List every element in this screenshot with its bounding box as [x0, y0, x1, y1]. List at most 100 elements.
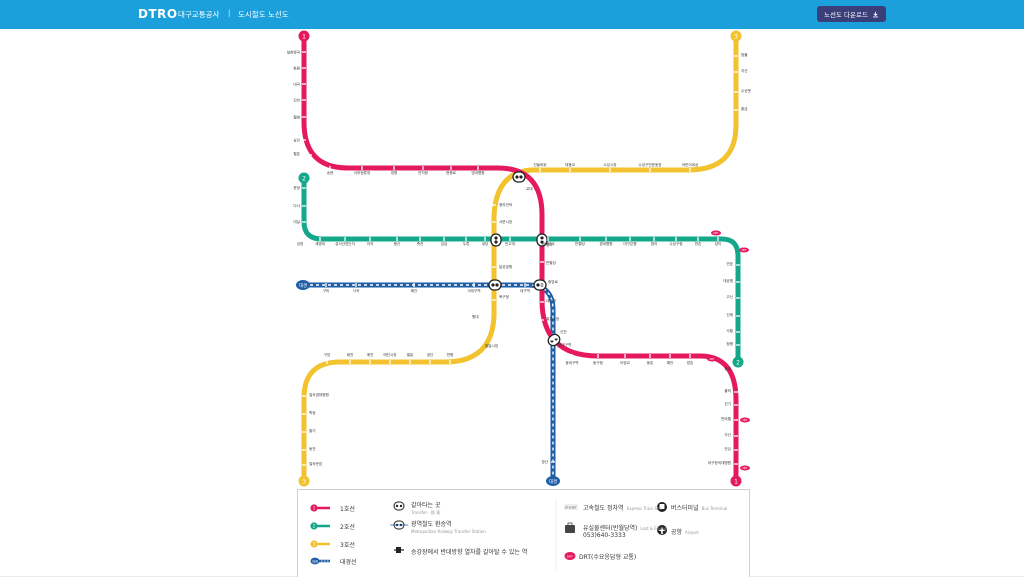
station-label[interactable]: 대명 [391, 170, 398, 175]
station-label[interactable]: 학정 [309, 410, 316, 415]
line3-terminal-badge-bottom[interactable]: 3 [298, 475, 310, 487]
station-label[interactable]: 현충로 [446, 170, 457, 175]
station-label[interactable]: 청라언덕 [499, 202, 512, 207]
station-label[interactable]: 왜관 [411, 288, 418, 293]
download-map-button[interactable]: 노선도 다운로드 [817, 6, 886, 22]
station-label[interactable]: 월촌 [293, 151, 300, 156]
station-label[interactable]: 반고개 [505, 241, 515, 246]
station-label[interactable]: 동천 [309, 446, 316, 451]
station-label[interactable]: 범어 [651, 241, 658, 246]
station-label[interactable]: 경산 [541, 459, 548, 464]
station-label[interactable]: 아양교 [620, 360, 631, 365]
station-label[interactable]: 명덕 [546, 242, 553, 247]
station-label[interactable]: 죽전 [417, 241, 424, 246]
station-label[interactable]: 팔달시장 [485, 343, 499, 348]
station-label[interactable]: 계명대 [315, 241, 325, 246]
station-label[interactable]: 매천 [367, 352, 374, 357]
drt-pin[interactable] [740, 417, 750, 423]
station-label[interactable]: 반월당 [546, 260, 557, 265]
station-label[interactable]: 칠곡경대병원 [309, 392, 329, 397]
drt-pin[interactable] [740, 465, 750, 471]
station-label[interactable]: 연호 [726, 261, 733, 266]
station-label[interactable]: 청라언덕 [541, 241, 554, 246]
station-label[interactable]: 대곡 [293, 81, 300, 86]
station-label[interactable]: 설화명곡 [287, 49, 301, 54]
station-label[interactable]: 신매 [726, 312, 733, 317]
station-label[interactable]: 칠곡운암 [309, 461, 323, 466]
station-label[interactable]: 두류 [463, 241, 470, 246]
station-label[interactable]: 문양 [293, 185, 300, 190]
station-label[interactable]: 수성구청 [669, 241, 682, 246]
station-label[interactable]: 대구역 [520, 288, 530, 293]
line2-terminal-badge-left[interactable]: 2 [298, 172, 310, 184]
daegyeong-terminal-badge-bottom[interactable]: 대경 [546, 476, 560, 486]
station-label[interactable]: 사월 [726, 328, 733, 333]
station-label[interactable]: 어린이세상 [682, 162, 699, 167]
station-label[interactable]: 범물 [741, 52, 748, 57]
station-label[interactable]: 방촌 [687, 360, 694, 365]
station-label[interactable]: 태전 [347, 352, 354, 357]
station-label[interactable]: 팔달 [407, 352, 414, 357]
station-label[interactable]: 대공원 [723, 278, 733, 283]
transfer-station-myeongdeok[interactable] [512, 171, 526, 183]
station-label[interactable]: 서부정류장 [354, 170, 371, 175]
station-label[interactable]: 이곡 [367, 241, 374, 246]
station-label[interactable]: 대구한의대병원 [708, 460, 731, 465]
drt-pin[interactable] [711, 230, 721, 236]
transfer-station-seodaegu[interactable] [488, 279, 502, 291]
station-label[interactable]: 북구청 [499, 294, 509, 299]
station-label[interactable]: 동대구역 [558, 342, 571, 347]
station-label[interactable]: 동촌 [647, 360, 654, 365]
line2-terminal-badge-right[interactable]: 2 [732, 356, 744, 368]
station-label[interactable]: 대구역 [546, 298, 556, 303]
station-label[interactable]: 담티 [715, 241, 722, 246]
station-label[interactable]: 반월당 [575, 241, 586, 246]
station-label[interactable]: 강창 [297, 241, 304, 246]
station-label[interactable]: 구미 [323, 288, 330, 293]
dtro-logo[interactable]: DTRO [138, 7, 178, 21]
station-label[interactable]: 중앙로 [548, 279, 559, 284]
drt-pin[interactable] [707, 356, 717, 362]
station-label[interactable]: 수성구민운동장 [638, 162, 662, 167]
station-label[interactable]: 영대병원 [471, 170, 484, 175]
station-label[interactable]: 팔거 [309, 428, 316, 433]
station-label[interactable]: 지산 [741, 68, 748, 73]
station-label[interactable]: 동대구역 [565, 360, 578, 365]
station-label[interactable]: 사곡 [353, 288, 360, 293]
line1-terminal-badge-top[interactable]: 1 [298, 30, 310, 42]
transfer-station-cheongna[interactable] [490, 233, 502, 247]
station-label[interactable]: 반야월 [721, 416, 731, 421]
station-label[interactable]: 상인 [293, 137, 300, 142]
station-label[interactable]: 신기 [724, 401, 731, 406]
station-label[interactable]: 만촌 [695, 241, 702, 246]
station-label[interactable]: 율하 [724, 388, 731, 393]
line1-terminal-badge-bottom[interactable]: 1 [730, 475, 742, 487]
station-label[interactable]: 건들바위 [533, 162, 546, 167]
line3-terminal-badge-top[interactable]: 3 [730, 30, 742, 42]
station-label[interactable]: 용산 [394, 241, 401, 246]
station-label[interactable]: 화원 [293, 65, 300, 70]
station-label[interactable]: 각산 [724, 432, 731, 437]
station-label[interactable]: 구암 [324, 352, 331, 357]
station-label[interactable]: 달성공원 [499, 264, 512, 269]
station-label[interactable]: 안심 [724, 446, 731, 451]
station-label[interactable]: 고산 [726, 294, 733, 299]
drt-pin[interactable] [739, 247, 749, 253]
station-label[interactable]: 경대병원 [599, 241, 612, 246]
station-label[interactable]: 교대 [526, 186, 533, 191]
station-label[interactable]: 송현 [327, 170, 334, 175]
station-label[interactable]: 신천 [560, 329, 567, 334]
station-label[interactable]: 진천 [293, 97, 300, 102]
station-label[interactable]: 다사 [293, 203, 300, 208]
station-label[interactable]: 대봉교 [565, 162, 576, 167]
station-label[interactable]: 서대구역 [467, 288, 480, 293]
station-label[interactable]: 월배 [293, 114, 300, 119]
station-label[interactable]: 매천시장 [383, 352, 397, 357]
station-label[interactable]: 서문시장 [499, 219, 513, 224]
station-label[interactable]: 만평 [447, 352, 454, 357]
station-label[interactable]: 수성시장 [603, 162, 617, 167]
station-label[interactable]: 수성못 [741, 88, 752, 93]
station-label[interactable]: 성서산업단지 [335, 241, 355, 246]
station-label[interactable]: 용계 [724, 366, 731, 371]
